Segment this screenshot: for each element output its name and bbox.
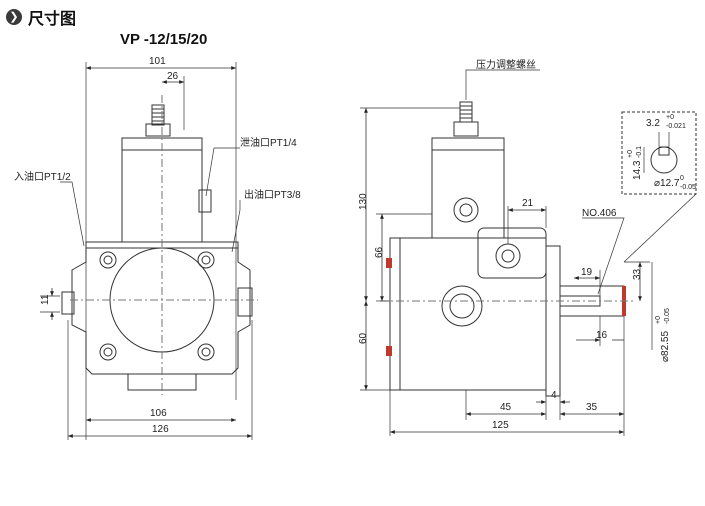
pressure-adjust-label: 压力调整螺丝 [476, 58, 536, 71]
dim-11: 11 [40, 294, 51, 305]
detail-key-width-tol-top: +0 [666, 114, 674, 121]
dim-126: 126 [152, 424, 169, 435]
dim-66: 66 [374, 246, 385, 258]
detail-dia: ⌀12.7 [654, 178, 680, 189]
section-title: 尺寸图 [28, 11, 77, 28]
dim-16: 16 [596, 330, 608, 341]
detail-height-tol-top: +0 [627, 150, 634, 158]
dim-19: 19 [581, 267, 593, 278]
side-upper-housing [431, 137, 505, 239]
model-title: VP -12/15/20 [120, 31, 208, 48]
side-pump-body [389, 237, 547, 391]
shaft-tol-bot: -0.05 [664, 308, 671, 324]
pump-body [71, 241, 251, 375]
dim-21: 21 [522, 198, 534, 209]
side-view-text: 压力调整螺丝 NO.406 130 66 60 21 19 33 16 45 4… [358, 58, 696, 431]
drain-fitting [198, 189, 212, 213]
dim-45: 45 [500, 402, 512, 413]
detail-dia-tol-top: 0 [680, 175, 684, 182]
detail-height: 14.3 [632, 160, 643, 180]
dim-33: 33 [632, 268, 643, 280]
detail-key-width-tol-bot: -0.021 [666, 123, 686, 130]
dim-101: 101 [149, 56, 166, 67]
detail-dia-tol-bot: -0.05 [680, 184, 696, 191]
section-header: ❯ 尺寸图 [6, 4, 76, 30]
front-view [40, 62, 258, 440]
dim-130: 130 [358, 193, 369, 210]
shaft-dia: ⌀82.55 [660, 331, 671, 362]
dim-60: 60 [358, 332, 369, 344]
dim-125: 125 [492, 420, 509, 431]
outlet-label: 出油口PT3/8 [244, 188, 301, 201]
drain-label: 泄油口PT1/4 [240, 136, 297, 149]
shaft-detail-box [621, 111, 697, 195]
chevron-right-icon: ❯ [6, 9, 22, 25]
front-view-text: 101 26 11 106 126 入油口PT1/2 泄油口PT1/4 出油口P… [14, 56, 301, 435]
dim-4: 4 [551, 390, 557, 401]
outlet-block [477, 227, 547, 279]
dim-35: 35 [586, 402, 598, 413]
detail-key-width: 3.2 [646, 118, 660, 129]
adjust-screw [151, 104, 165, 126]
inlet-label: 入油口PT1/2 [14, 170, 71, 183]
dim-106: 106 [150, 408, 167, 419]
detail-height-tol-bot: -0.1 [636, 146, 643, 158]
shaft-tol-top: +0 [655, 316, 662, 324]
key-label: NO.406 [582, 208, 617, 219]
side-view [360, 69, 697, 436]
dim-26: 26 [167, 71, 179, 82]
